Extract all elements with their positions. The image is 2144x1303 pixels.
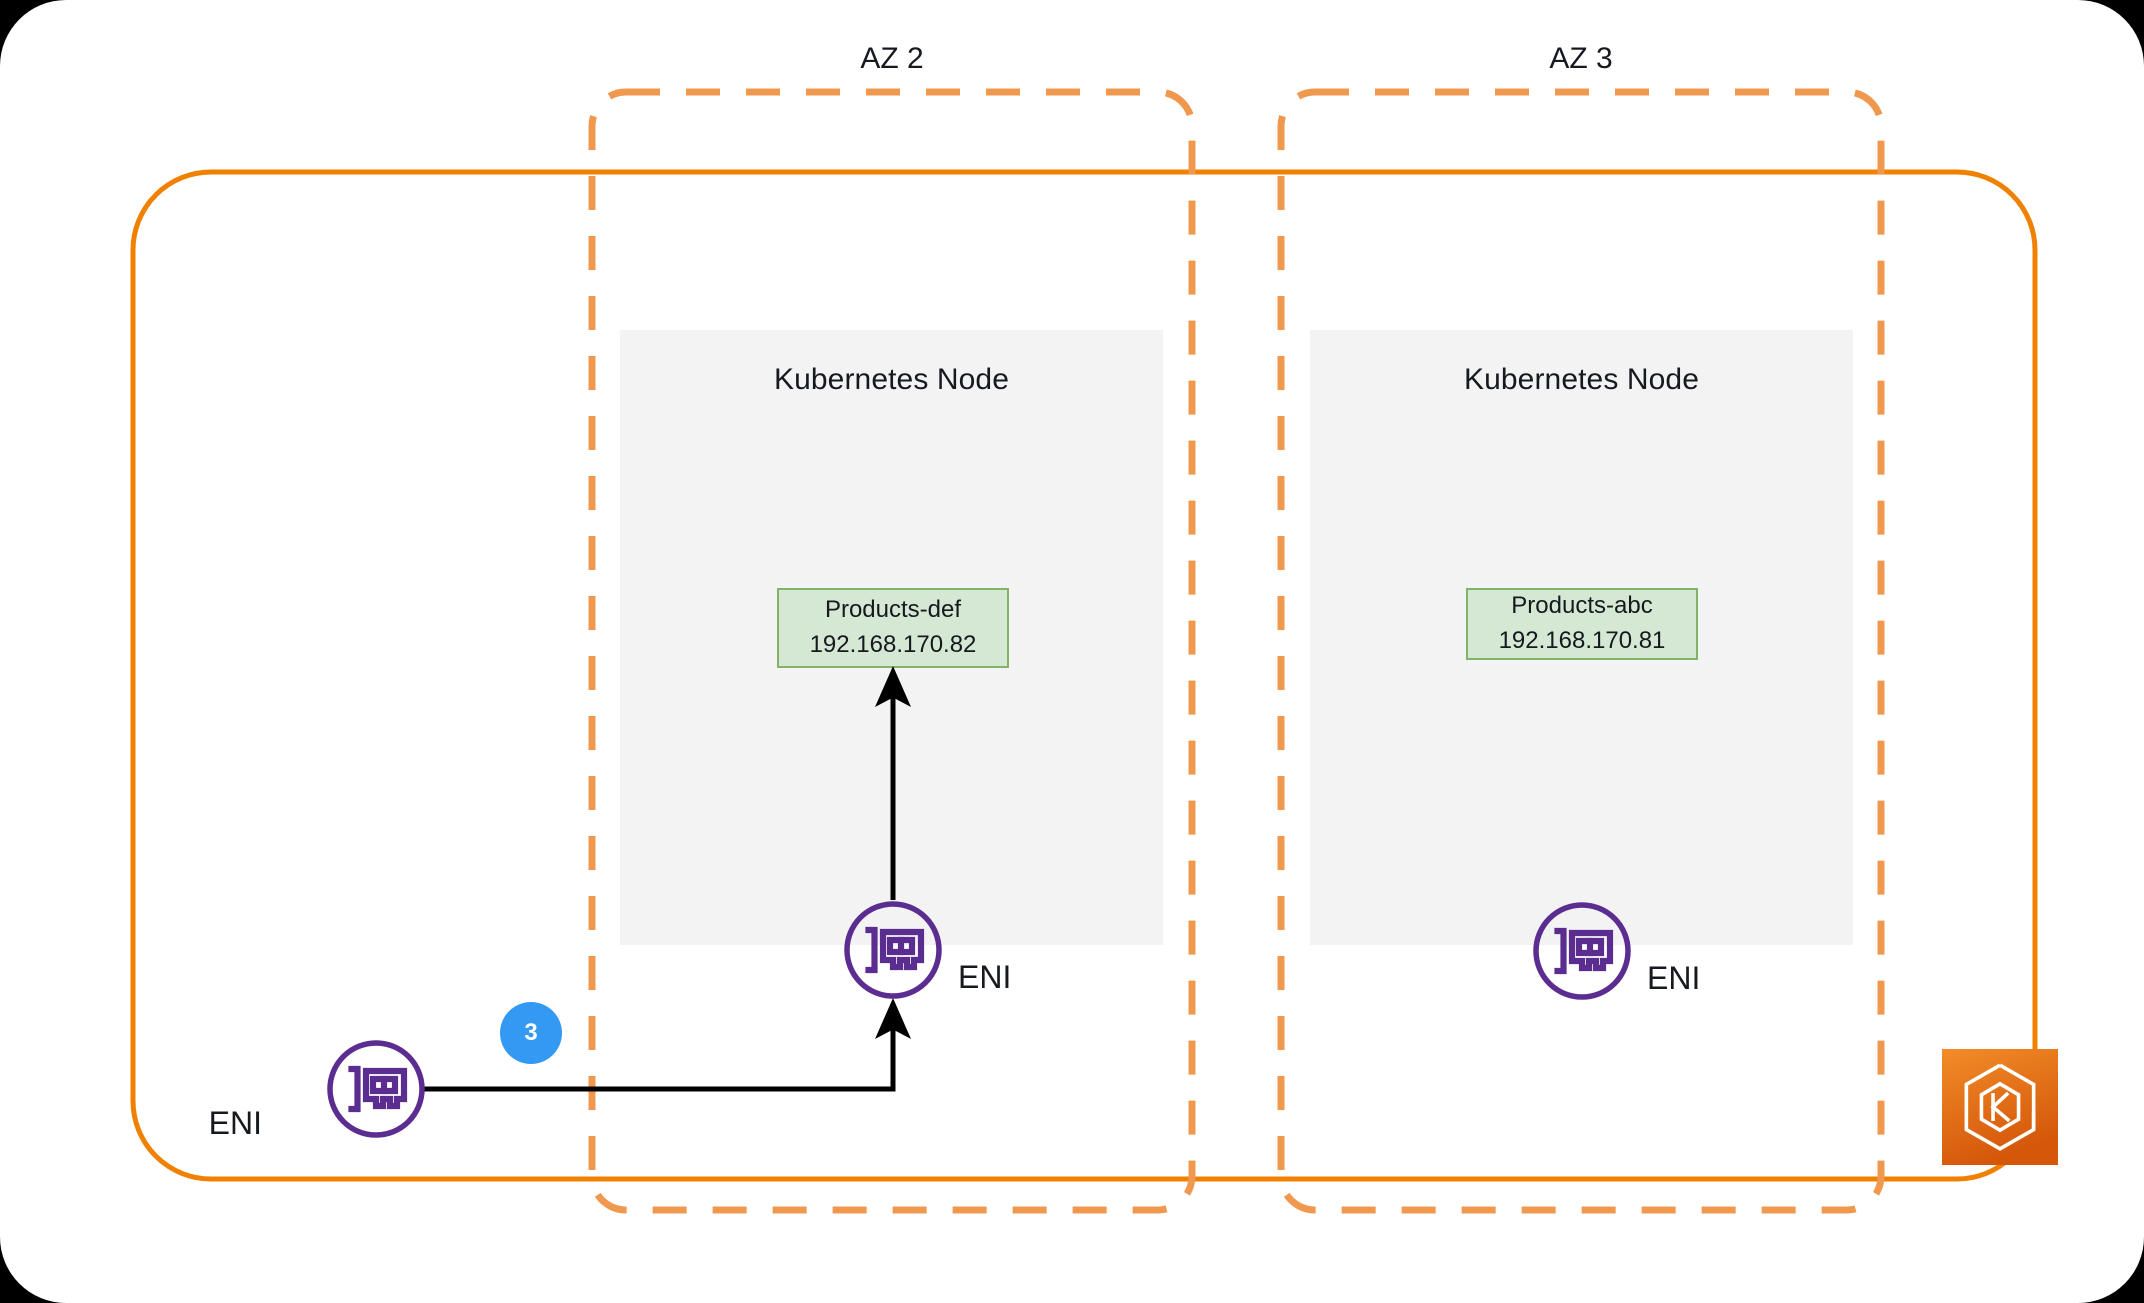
network-interface-card-icon [1533, 902, 1631, 1000]
amazon-eks-logo [1942, 1049, 2058, 1165]
eni-node-az3[interactable] [1532, 901, 1632, 1001]
pod-products-abc-ip: 192.168.170.81 [1498, 627, 1666, 654]
connector-vpc-eni-to-node-eni [404, 997, 911, 1092]
eni-node-az2-label: ENI [958, 959, 1012, 995]
eni-node-az2[interactable] [843, 900, 943, 1000]
amazon-eks-logo-icon [1942, 1049, 2058, 1165]
az-label-az2: AZ 2 [860, 42, 924, 75]
eni-node-az3-label: ENI [1647, 960, 1701, 996]
network-interface-card-icon [844, 901, 942, 999]
pod-products-def-name: Products-def [824, 596, 962, 624]
az-label-az3: AZ 3 [1549, 42, 1613, 75]
pod-products-def: Products-def 192.168.170.82 [777, 588, 1009, 668]
vpc-boundary [130, 169, 2038, 1182]
eni-vpc-label: ENI [208, 1105, 262, 1141]
pod-products-def-ip: 192.168.170.82 [809, 631, 977, 658]
pod-products-abc-name: Products-abc [1511, 592, 1653, 620]
eni-vpc[interactable] [326, 1039, 426, 1139]
step-badge-3[interactable]: 3 [500, 1002, 562, 1064]
pod-products-abc: Products-abc 192.168.170.81 [1466, 588, 1698, 660]
az2-boundary [588, 88, 1196, 1214]
network-interface-card-icon [327, 1040, 425, 1138]
kubernetes-node-az2-title: Kubernetes Node [774, 363, 1009, 396]
az3-boundary [1277, 88, 1885, 1214]
kubernetes-node-az3-title: Kubernetes Node [1464, 363, 1699, 396]
